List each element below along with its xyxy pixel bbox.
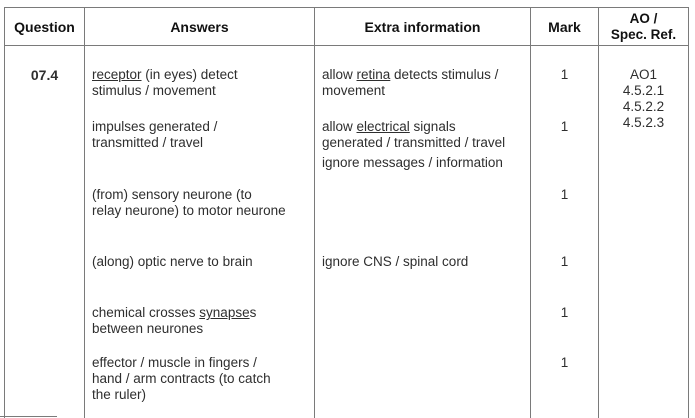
mark-cell: 1 1 1 1 1 1: [531, 46, 598, 418]
extra-note-4: ignore CNS / spinal cord: [322, 254, 469, 269]
col-divider-1: [84, 7, 85, 418]
underlined-term: synapse: [199, 305, 250, 320]
question-number: 07.4: [30, 67, 59, 83]
extra-note-3: ignore messages / information: [322, 155, 503, 170]
extra-note-2: allow electrical signals generated / tra…: [322, 119, 506, 150]
mark-value-3: 1: [560, 187, 569, 202]
header-cell-question: Question: [5, 8, 84, 45]
header-cell-answers: Answers: [85, 8, 314, 45]
partial-bottom-border: [0, 416, 57, 417]
extra-note-1: allow retina detects stimulus / movement: [322, 67, 499, 98]
answer-point-6: effector / muscle in fingers / hand / ar…: [92, 355, 271, 402]
table-left-border: [4, 7, 5, 418]
question-cell: 07.4: [5, 46, 84, 418]
ao-ref-2: 4.5.2.1: [622, 83, 665, 98]
mark-value-6: 1: [560, 355, 569, 370]
ao-ref-1: AO1: [629, 67, 657, 82]
answer-point-3: (from) sensory neurone (to relay neurone…: [92, 187, 286, 218]
table-top-border: [4, 7, 689, 8]
answers-cell: receptor (in eyes) detect stimulus / mov…: [85, 46, 314, 418]
header-ao-line1: AO /: [629, 10, 658, 26]
header-question-label: Question: [14, 18, 75, 35]
table-right-border: [688, 7, 689, 418]
ao-ref-4: 4.5.2.3: [622, 115, 665, 130]
header-bottom-border: [4, 45, 689, 46]
header-cell-ao-spec-ref: AO / Spec. Ref.: [599, 8, 688, 45]
underlined-term: electrical: [356, 119, 410, 134]
header-answers-label: Answers: [170, 18, 229, 35]
underlined-term: receptor: [92, 67, 142, 82]
col-divider-4: [598, 7, 599, 418]
answer-point-5: chemical crosses synapses between neuron…: [92, 305, 257, 336]
answer-point-2: impulses generated / transmitted / trave…: [92, 119, 218, 150]
extra-information-cell: allow retina detects stimulus / movement…: [315, 46, 530, 418]
header-mark-label: Mark: [548, 18, 581, 35]
col-divider-3: [530, 7, 531, 418]
mark-value-4: 1: [560, 254, 569, 269]
answer-point-4: (along) optic nerve to brain: [92, 254, 253, 269]
col-divider-2: [314, 7, 315, 418]
mark-value-1: 1: [560, 67, 569, 82]
ao-spec-ref-list: AO1 4.5.2.1 4.5.2.2 4.5.2.3: [599, 67, 688, 131]
header-extra-label: Extra information: [364, 18, 481, 35]
header-cell-mark: Mark: [531, 8, 598, 45]
underlined-term: retina: [356, 67, 391, 82]
header-cell-extra-information: Extra information: [315, 8, 530, 45]
header-ao-line2: Spec. Ref.: [610, 26, 677, 42]
mark-value-2: 1: [560, 119, 569, 134]
answer-point-1: receptor (in eyes) detect stimulus / mov…: [92, 67, 238, 98]
ao-ref-3: 4.5.2.2: [622, 99, 665, 114]
ao-spec-ref-cell: AO1 4.5.2.1 4.5.2.2 4.5.2.3: [599, 46, 688, 418]
mark-value-5: 1: [560, 305, 569, 320]
